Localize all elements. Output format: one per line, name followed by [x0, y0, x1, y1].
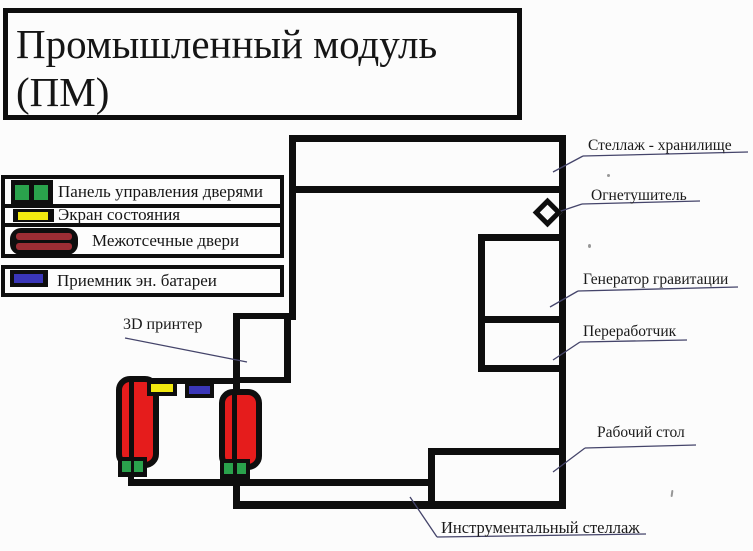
- legend-item-battery-receiver: [1, 265, 284, 297]
- battery-receiver-icon: [10, 270, 48, 287]
- stray-speck: [607, 174, 610, 177]
- label-shelf-storage: Стеллаж - хранилище: [588, 137, 732, 154]
- printer-box-top: [233, 313, 291, 319]
- gravity-generator-left: [478, 234, 485, 372]
- wall-bottom: [233, 501, 566, 509]
- green-square: [237, 463, 246, 474]
- label-gravity-generator: Генератор гравитации: [583, 271, 729, 288]
- door-stripe: [129, 380, 134, 464]
- stray-speck: [670, 489, 674, 498]
- label-tool-rack: Инструментальный стеллаж: [441, 518, 640, 537]
- green-square: [15, 185, 29, 200]
- legend-label-status-screen: Экран состояния: [58, 205, 181, 224]
- yellow-screen: [18, 212, 48, 220]
- leader-shelf-storage-diagonal: [552, 155, 584, 173]
- fire-extinguisher-icon: [532, 197, 563, 228]
- printer-box-bottom: [233, 377, 291, 383]
- generator-recycler-divider: [478, 316, 566, 323]
- label-work-table: Рабочий стол: [597, 424, 685, 441]
- battery-receiver: [185, 382, 214, 398]
- leader-recycler-diagonal: [552, 341, 581, 361]
- status-screen: [147, 380, 177, 396]
- legend-label-battery-receiver: Приемник эн. батареи: [57, 271, 217, 290]
- red-bar: [16, 233, 72, 240]
- green-square: [134, 461, 143, 472]
- label-3d-printer: 3D принтер: [123, 316, 203, 333]
- title-box: Промышленный модуль (ПМ): [3, 8, 522, 120]
- door-control-panel-right: [220, 459, 250, 479]
- intercompartment-door-icon: [10, 228, 78, 255]
- leader-work-table-underline: [584, 444, 697, 449]
- blue-receiver: [14, 274, 43, 283]
- label-fire-extinguisher: Огнетушитель: [591, 187, 687, 204]
- printer-box-right-edge: [284, 313, 291, 383]
- tool-rack-top-edge: [128, 479, 434, 486]
- label-recycler: Переработчик: [583, 323, 677, 340]
- work-table-top: [428, 448, 566, 455]
- intercompartment-door-right: [219, 389, 262, 470]
- blue-receiver: [189, 386, 210, 394]
- green-square: [224, 463, 233, 474]
- green-square: [34, 185, 48, 200]
- page-title-line1: Промышленный модуль: [16, 21, 438, 67]
- page-title-line2: (ПМ): [16, 69, 110, 115]
- storage-shelf-divider: [289, 186, 566, 193]
- door-control-panel-icon: [11, 180, 53, 205]
- recycler-bottom: [478, 365, 566, 372]
- status-screen-icon: [13, 209, 54, 222]
- gravity-generator-top: [478, 234, 566, 241]
- door-control-panel-left: [118, 457, 147, 477]
- red-bar: [16, 243, 72, 250]
- work-table-left: [428, 448, 435, 508]
- legend-label-door-control: Панель управления дверями: [58, 182, 263, 201]
- wall-left-upper: [289, 135, 296, 320]
- door-stripe: [232, 393, 237, 466]
- yellow-screen: [151, 384, 173, 392]
- green-square: [122, 461, 131, 472]
- corridor-top-wall: [128, 378, 240, 384]
- leader-3d-printer-diagonal: [124, 337, 248, 363]
- stray-speck: [588, 244, 591, 248]
- legend-label-doors: Межотсечные двери: [92, 231, 240, 250]
- wall-top: [289, 135, 566, 142]
